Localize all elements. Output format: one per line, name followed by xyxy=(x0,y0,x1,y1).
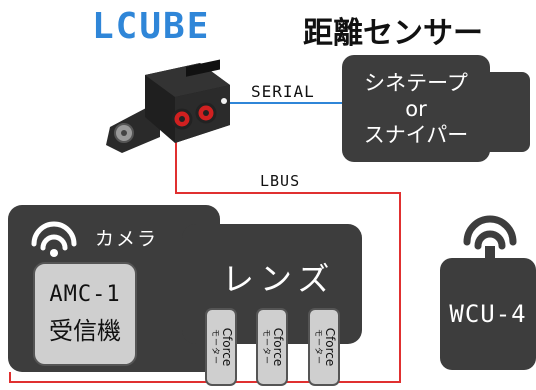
lbus-wire xyxy=(9,140,401,383)
motor-name: Cforce xyxy=(220,327,234,367)
camera-label: カメラ xyxy=(95,228,159,250)
motor-name: Cforce xyxy=(271,327,285,367)
sensor-line-2: or xyxy=(405,96,427,121)
motor-sub: モーター xyxy=(262,328,271,365)
motor-1: Cforce モーター xyxy=(205,308,237,386)
distance-sensor-box: シネテープ or スナイパー xyxy=(342,55,490,162)
sensor-line-3: スナイパー xyxy=(363,122,469,147)
motor-sub: モーター xyxy=(211,328,220,365)
motor-2: Cforce モーター xyxy=(256,308,288,386)
wcu-antenna-icon xyxy=(463,215,517,260)
amc-receiver-box: AMC-1 受信機 xyxy=(33,262,137,366)
motor-name: Cforce xyxy=(323,327,337,367)
sensor-line-1: シネテープ xyxy=(364,70,468,95)
motor-3: Cforce モーター xyxy=(308,308,340,386)
lens-label: レンズ xyxy=(222,260,336,298)
wcu-4-box: WCU-4 xyxy=(440,258,536,370)
wcu-label: WCU-4 xyxy=(449,300,527,328)
lbus-label: LBUS xyxy=(260,172,301,190)
motor-sub: モーター xyxy=(314,328,323,365)
receiver-label: 受信機 xyxy=(49,317,121,345)
wifi-signal-icon xyxy=(31,221,77,257)
sensor-title: 距離センサー xyxy=(303,16,483,51)
lcube-device-icon xyxy=(106,59,230,153)
receiver-model: AMC-1 xyxy=(49,282,121,307)
lcube-title: LCUBE xyxy=(92,6,211,47)
serial-label: SERIAL xyxy=(251,82,315,101)
